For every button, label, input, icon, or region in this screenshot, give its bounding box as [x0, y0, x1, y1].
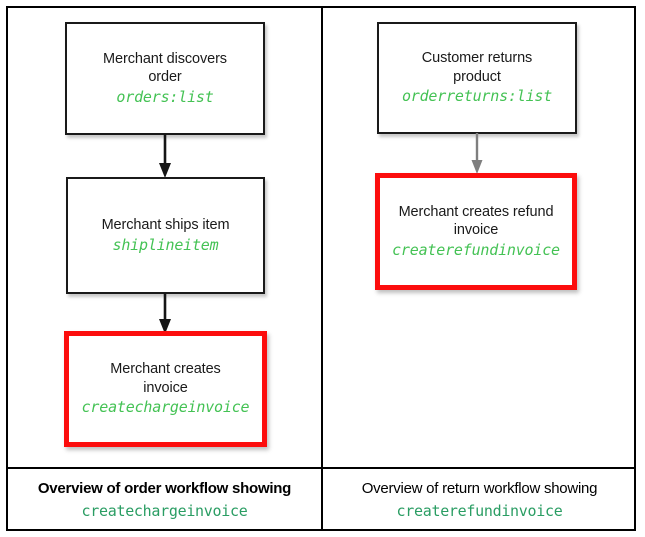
- caption-return-workflow: Overview of return workflow showing crea…: [323, 469, 636, 531]
- caption-order-workflow: Overview of order workflow showing creat…: [8, 469, 321, 531]
- node-code: createchargeinvoice: [81, 398, 250, 417]
- node-merchant-ships-item[interactable]: Merchant ships item shiplineitem: [66, 177, 265, 294]
- node-code: shiplineitem: [112, 235, 219, 254]
- node-merchant-discovers-order[interactable]: Merchant discovers order orders:list: [65, 22, 265, 135]
- node-title: Merchant discovers order: [103, 50, 227, 86]
- node-title: Customer returns product: [421, 50, 533, 85]
- node-code: orders:list: [116, 87, 214, 106]
- caption-text: Overview of order workflow showing: [37, 480, 292, 497]
- node-code: orderreturns:list: [401, 87, 553, 106]
- node-title: Merchant creates invoice: [110, 361, 221, 396]
- node-title: Merchant creates refund invoice: [398, 203, 554, 239]
- caption-divider: [6, 467, 636, 469]
- node-title: Merchant ships item: [101, 217, 230, 234]
- caption-text: Overview of return workflow showing: [361, 480, 598, 497]
- node-code: createrefundinvoice: [392, 240, 560, 259]
- node-merchant-creates-refund-invoice-highlighted[interactable]: Merchant creates refund invoice createre…: [375, 173, 577, 290]
- arrow-orders-to-ship: [159, 134, 171, 178]
- caption-code: createrefundinvoice: [396, 501, 563, 520]
- node-merchant-creates-invoice-highlighted[interactable]: Merchant creates invoice createchargeinv…: [64, 331, 267, 447]
- arrow-returns-to-refund: [471, 133, 483, 174]
- node-customer-returns-product[interactable]: Customer returns product orderreturns:li…: [377, 22, 577, 134]
- column-divider: [321, 6, 323, 531]
- caption-code: createchargeinvoice: [81, 501, 248, 520]
- arrow-ship-to-invoice: [159, 293, 171, 334]
